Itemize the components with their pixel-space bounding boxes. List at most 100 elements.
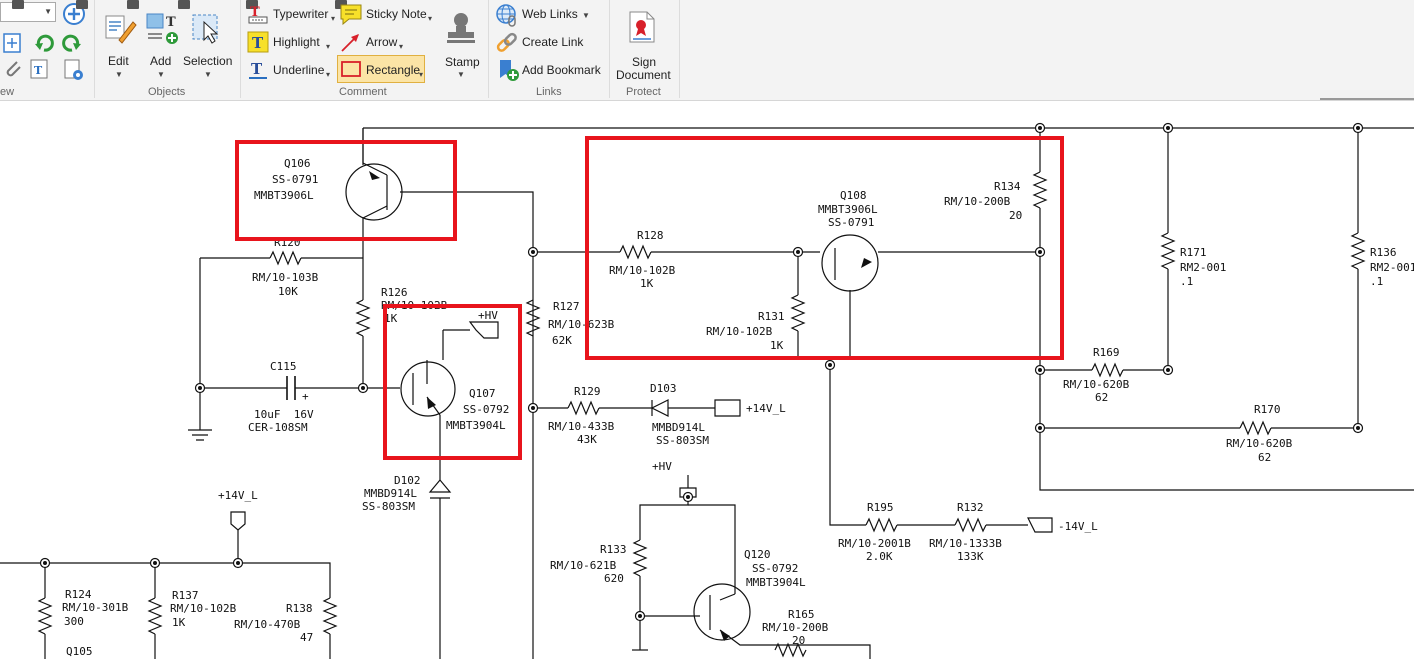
r170-value: 62	[1258, 451, 1271, 464]
underline-button[interactable]: Underline	[273, 63, 325, 77]
edit-objects-icon[interactable]	[103, 12, 137, 44]
svg-text:T: T	[252, 34, 264, 52]
typewriter-icon[interactable]: T	[247, 4, 269, 24]
typewriter-button[interactable]: Typewriter	[273, 7, 329, 21]
text-page-icon[interactable]: T	[28, 58, 50, 80]
chevron-down-icon: ▾	[419, 70, 424, 79]
chevron-down-icon: ▾	[331, 14, 336, 23]
zoom-dropdown[interactable]: ▼	[0, 2, 56, 22]
q107-hv-label: +HV	[478, 309, 498, 322]
d102-label: D102	[394, 474, 421, 487]
rectangle-annotation-q107[interactable]	[383, 304, 522, 460]
r134-value: 20	[1009, 209, 1022, 222]
highlight-icon[interactable]: T	[247, 31, 269, 53]
chevron-down-icon: ▼	[44, 7, 52, 16]
add-bookmark-button[interactable]: Add Bookmark	[522, 63, 601, 77]
d102-model: SS-803SM	[362, 500, 415, 513]
plus14v-label: +14V_L	[746, 402, 786, 415]
document-canvas[interactable]: Q106 SS-0791 MMBT3906L R120 RM/10-103B 1…	[0, 101, 1414, 659]
q120-label: Q120	[744, 548, 771, 561]
r124-label: R124	[65, 588, 92, 601]
r127-part: RM/10-623B	[548, 318, 615, 331]
underline-icon[interactable]: T	[247, 59, 269, 81]
q106-label: Q106	[284, 157, 311, 170]
rotate-left-icon[interactable]	[33, 32, 55, 54]
q107-part: SS-0792	[463, 403, 509, 416]
stamp-icon[interactable]	[444, 10, 478, 46]
chevron-down-icon: ▼	[582, 11, 590, 20]
rectangle-button-selected[interactable]	[337, 55, 425, 83]
add-objects-icon[interactable]: T	[146, 12, 180, 44]
bookmark-icon[interactable]	[496, 58, 520, 82]
plus-circle-icon[interactable]	[62, 2, 86, 26]
d102-part: MMBD914L	[364, 487, 417, 500]
d103-label: D103	[650, 382, 677, 395]
page-settings-icon[interactable]	[62, 58, 86, 82]
arrow-icon[interactable]	[339, 31, 363, 53]
edit-button[interactable]: Edit	[108, 54, 129, 68]
r169-value: 62	[1095, 391, 1108, 404]
keytip-badge	[12, 0, 24, 9]
c115-plus: +	[302, 390, 309, 403]
c115-label: C115	[270, 360, 297, 373]
sign-document-icon[interactable]	[627, 10, 657, 44]
selection-icon[interactable]	[190, 12, 224, 44]
r128-part: RM/10-102B	[609, 264, 676, 277]
r137-value: 1K	[172, 616, 186, 629]
keytip-badge	[246, 0, 258, 9]
attach-icon[interactable]	[2, 58, 24, 80]
r132-value: 133K	[957, 550, 984, 563]
q120-model: MMBT3904L	[746, 576, 806, 589]
r131-value: 1K	[770, 339, 784, 352]
sign-document-button-line1[interactable]: Sign	[632, 55, 657, 69]
add-button[interactable]: Add	[150, 54, 172, 68]
ribbon-toolbar: ▼ T ew Edit ▼ T	[0, 0, 1414, 101]
d103-part: MMBD914L	[652, 421, 705, 434]
d103-model: SS-803SM	[656, 434, 709, 447]
chevron-down-icon: ▼	[115, 70, 123, 79]
stamp-button[interactable]: Stamp	[445, 55, 480, 69]
rectangle-icon	[341, 61, 361, 77]
r138-label: R138	[286, 602, 313, 615]
chain-link-icon[interactable]	[495, 31, 519, 55]
r136-part: RM2-001	[1370, 261, 1414, 274]
chevron-down-icon: ▼	[204, 70, 212, 79]
svg-text:T: T	[251, 60, 263, 78]
r195-label: R195	[867, 501, 894, 514]
highlight-button[interactable]: Highlight	[273, 35, 320, 49]
rectangle-button-label[interactable]: Rectangle	[366, 63, 421, 77]
rectangle-annotation-q106[interactable]	[235, 140, 457, 241]
r171-part: RM2-001	[1180, 261, 1226, 274]
minus14v-label: -14V_L	[1058, 520, 1098, 533]
globe-link-icon[interactable]	[495, 3, 519, 27]
sticky-note-icon[interactable]	[339, 3, 363, 25]
sign-document-button-line2[interactable]: Document	[616, 68, 671, 82]
r127-label: R127	[553, 300, 580, 313]
c115-part: CER-108SM	[248, 421, 308, 434]
r120-part: RM/10-103B	[252, 271, 319, 284]
q107-label: Q107	[469, 387, 496, 400]
r138-part: RM/10-470B	[234, 618, 301, 631]
arrow-button[interactable]: Arrow	[366, 35, 398, 49]
r165-part: RM/10-200B	[762, 621, 829, 634]
ribbon-collapse-bar	[1320, 98, 1414, 100]
r128-label: R128	[637, 229, 664, 242]
q106-model: MMBT3906L	[254, 189, 314, 202]
r131-label: R131	[758, 310, 785, 323]
svg-text:T: T	[250, 5, 260, 20]
comment-group-label: Comment	[339, 86, 387, 98]
r131-part: RM/10-102B	[706, 325, 773, 338]
create-link-button[interactable]: Create Link	[522, 35, 584, 49]
sticky-note-button[interactable]: Sticky Note	[366, 7, 427, 21]
rotate-right-icon[interactable]	[61, 32, 83, 54]
rectangle-annotation-q108[interactable]	[585, 136, 1064, 360]
selection-button[interactable]: Selection	[183, 54, 233, 68]
q107-model: MMBT3904L	[446, 419, 506, 432]
web-links-button[interactable]: Web Links	[522, 7, 578, 21]
r136-value: .1	[1370, 275, 1383, 288]
fit-page-icon[interactable]	[2, 32, 22, 54]
group-separator	[240, 0, 241, 98]
r170-part: RM/10-620B	[1226, 437, 1293, 450]
plus14v-label-2: +14V_L	[218, 489, 258, 502]
r137-label: R137	[172, 589, 199, 602]
